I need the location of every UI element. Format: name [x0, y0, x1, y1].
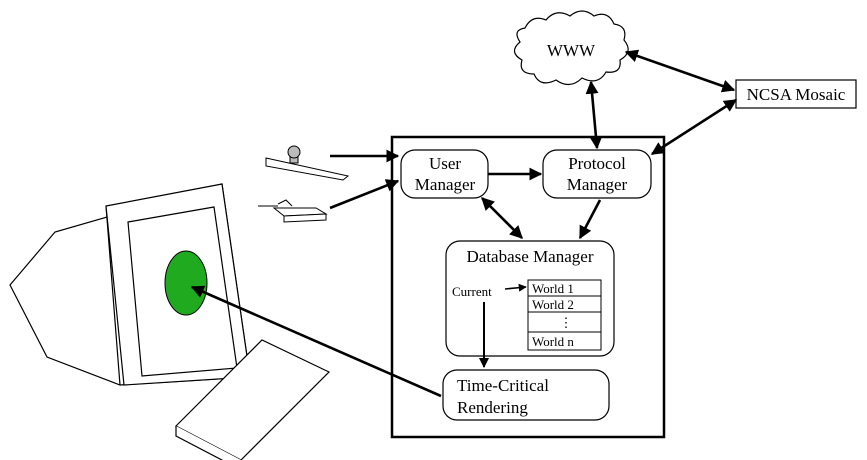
- rendering-line1: Time-Critical: [457, 376, 549, 395]
- ncsa-mosaic-box: NCSA Mosaic: [735, 79, 857, 109]
- computer-monitor-icon: [9, 183, 251, 386]
- world-1-label: World 1: [532, 281, 574, 296]
- www-label: WWW: [547, 41, 596, 60]
- keyboard-icon: [174, 339, 331, 460]
- database-manager-label: Database Manager: [467, 247, 594, 266]
- screen-green-blob: [164, 250, 208, 316]
- user-manager-line2: Manager: [415, 175, 476, 194]
- world-2-label: World 2: [532, 297, 574, 312]
- user-manager-box: User Manager: [400, 149, 489, 199]
- protocol-manager-line2: Manager: [567, 175, 628, 194]
- rendering-box: Time-Critical Rendering: [442, 369, 610, 421]
- arrow-protocol-to-database: [578, 199, 602, 240]
- tracker-device-icon: [265, 145, 350, 181]
- world-n-label: World n: [532, 334, 574, 349]
- ncsa-mosaic-label: NCSA Mosaic: [747, 85, 846, 104]
- arrow-user-database: [481, 197, 523, 239]
- www-cloud: WWW: [513, 10, 629, 86]
- arrow-mosaic-protocol: [650, 98, 738, 156]
- database-manager-box: Database Manager Current World 1 World 2…: [445, 240, 615, 357]
- arrow-glove-to-user: [329, 179, 400, 210]
- system-boundary: [390, 135, 666, 439]
- glove-device-icon: [258, 199, 328, 223]
- user-manager-line1: User: [429, 154, 461, 173]
- world-ellipsis: ⋮: [560, 315, 573, 330]
- connections: [190, 49, 738, 398]
- rendering-line2: Rendering: [457, 398, 528, 417]
- current-label: Current: [452, 284, 492, 299]
- protocol-manager-line1: Protocol: [568, 154, 626, 173]
- protocol-manager-box: Protocol Manager: [542, 149, 652, 199]
- arrow-current-to-world1: [504, 283, 527, 292]
- arrow-www-mosaic: [624, 49, 736, 93]
- arrow-render-to-screen: [190, 285, 442, 398]
- arrow-www-protocol: [585, 80, 603, 150]
